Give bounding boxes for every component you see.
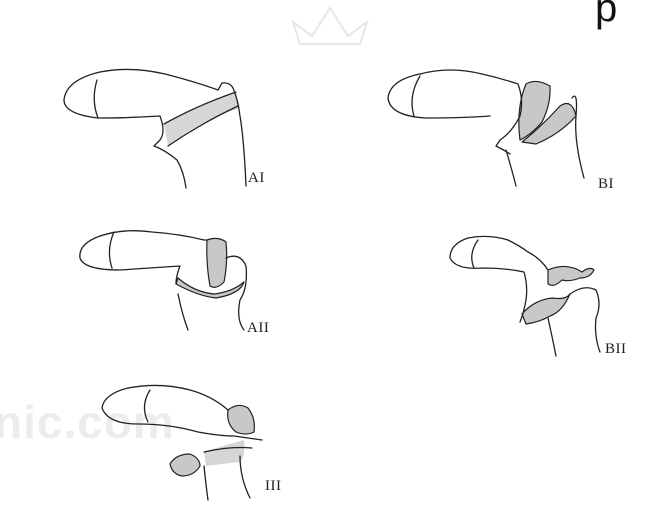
femur-drawing-bii: [450, 236, 600, 356]
label-aii: AII: [247, 320, 269, 337]
watermark-crown-icon: [293, 8, 367, 44]
femur-drawing-bi: [388, 70, 584, 186]
label-bi: BI: [598, 176, 614, 193]
femur-drawing-aii: [80, 231, 247, 330]
label-iii: III: [265, 478, 282, 495]
label-ai: AI: [248, 170, 265, 187]
femur-drawing-iii: [102, 385, 262, 500]
femur-drawing-ai: [64, 69, 246, 188]
label-bii: BII: [605, 341, 627, 358]
